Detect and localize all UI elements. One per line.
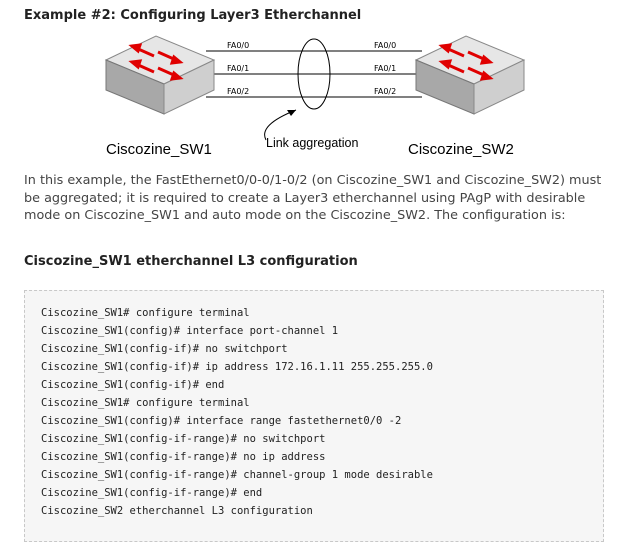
code-line: Ciscozine_SW1(config-if)# end bbox=[41, 379, 225, 391]
code-line: Ciscozine_SW1# configure terminal bbox=[41, 307, 250, 319]
sw1-label: Ciscozine_SW1 bbox=[106, 141, 212, 158]
description-paragraph: In this example, the FastEthernet0/0-0/1… bbox=[24, 173, 602, 223]
switch-icon-sw2 bbox=[414, 35, 526, 115]
code-line: Ciscozine_SW1(config-if-range)# channel-… bbox=[41, 469, 433, 481]
sw2-label: Ciscozine_SW2 bbox=[408, 141, 514, 158]
code-line: Ciscozine_SW1(config)# interface range f… bbox=[41, 415, 402, 427]
code-block: Ciscozine_SW1# configure terminal Ciscoz… bbox=[24, 290, 604, 542]
link-lines bbox=[206, 50, 422, 98]
example-heading: Example #2: Configuring Layer3 Etherchan… bbox=[24, 8, 362, 23]
code-line: Ciscozine_SW1(config-if)# no switchport bbox=[41, 343, 288, 355]
sw1-config-heading: Ciscozine_SW1 etherchannel L3 configurat… bbox=[24, 254, 358, 269]
sw2-port-label: FA0/0 bbox=[374, 41, 396, 50]
code-line: Ciscozine_SW1(config-if-range)# no ip ad… bbox=[41, 451, 326, 463]
etherchannel-diagram: FA0/0 FA0/1 FA0/2 FA0/0 FA0/1 FA0/2 Cisc… bbox=[104, 35, 526, 158]
link-aggregation-label: Link aggregation bbox=[266, 136, 358, 150]
code-line: Ciscozine_SW2 etherchannel L3 configurat… bbox=[41, 505, 313, 517]
sw1-port-label: FA0/2 bbox=[227, 87, 249, 96]
aggregation-ellipse bbox=[297, 38, 331, 110]
code-line: Ciscozine_SW1(config-if-range)# end bbox=[41, 487, 263, 499]
switch-icon-sw1 bbox=[104, 35, 216, 115]
sw1-port-label: FA0/1 bbox=[227, 64, 249, 73]
sw2-port-label: FA0/1 bbox=[374, 64, 396, 73]
sw1-port-label: FA0/0 bbox=[227, 41, 249, 50]
code-line: Ciscozine_SW1(config)# interface port-ch… bbox=[41, 325, 339, 337]
code-line: Ciscozine_SW1# configure terminal bbox=[41, 397, 250, 409]
code-line: Ciscozine_SW1(config-if-range)# no switc… bbox=[41, 433, 326, 445]
code-line: Ciscozine_SW1(config-if)# ip address 172… bbox=[41, 361, 433, 373]
sw2-port-label: FA0/2 bbox=[374, 87, 396, 96]
